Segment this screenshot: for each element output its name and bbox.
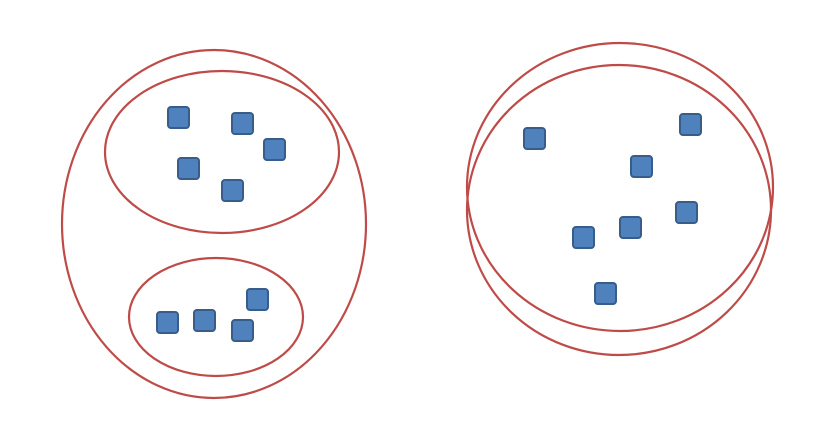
right-upper-ellipse: [465, 41, 775, 333]
left-lower-ellipse: [127, 256, 305, 378]
data-point: [619, 216, 642, 239]
data-point: [231, 319, 254, 342]
left-upper-ellipse: [103, 69, 341, 235]
left-outer-ellipse: [60, 48, 368, 400]
left-upper-items: [167, 106, 286, 202]
data-point: [679, 113, 702, 136]
data-point: [193, 309, 216, 332]
right-items: [523, 113, 702, 305]
left-group: [60, 48, 368, 400]
data-point: [167, 106, 190, 129]
left-lower-items: [156, 288, 269, 342]
data-point: [594, 282, 617, 305]
data-point: [221, 179, 244, 202]
right-lower-ellipse: [465, 63, 773, 357]
data-point: [263, 138, 286, 161]
data-point: [675, 201, 698, 224]
data-point: [177, 157, 200, 180]
data-point: [231, 112, 254, 135]
data-point: [156, 311, 179, 334]
data-point: [630, 155, 653, 178]
data-point: [572, 226, 595, 249]
data-point: [523, 127, 546, 150]
right-group: [465, 41, 775, 357]
data-point: [246, 288, 269, 311]
